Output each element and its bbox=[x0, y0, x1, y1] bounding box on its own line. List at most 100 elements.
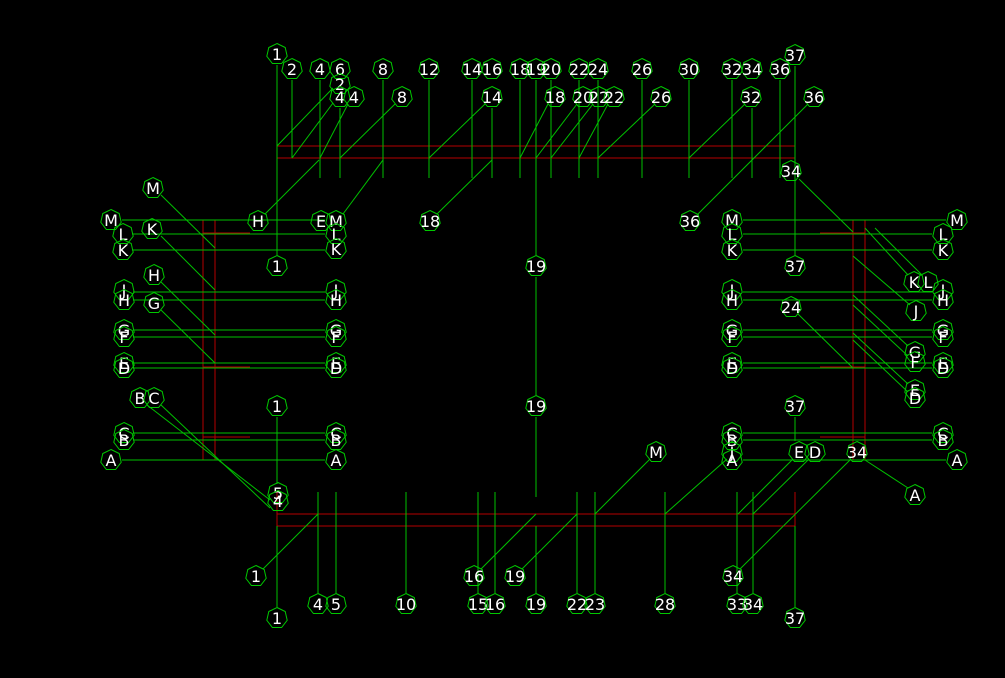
bubble-outline bbox=[932, 278, 954, 300]
bubble-label: 24 bbox=[781, 298, 801, 317]
grid-bubble: 37 bbox=[784, 394, 806, 416]
bubble-outline bbox=[932, 421, 954, 443]
grid-bubble: 19 bbox=[504, 564, 526, 586]
bubble-outline bbox=[946, 448, 968, 470]
grid-bubble: 4 bbox=[267, 489, 289, 511]
grid-bubble: E bbox=[932, 351, 954, 373]
grid-bubble: J bbox=[325, 278, 347, 300]
bubble-label: 34 bbox=[847, 443, 867, 462]
grid-bubble: 5 bbox=[325, 592, 347, 614]
bubble-outline bbox=[141, 217, 163, 239]
bubble-label: 32 bbox=[722, 60, 742, 79]
bubble-outline bbox=[904, 340, 926, 362]
leader-lines bbox=[122, 65, 946, 607]
bubble-outline bbox=[525, 592, 547, 614]
bubble-outline bbox=[932, 356, 954, 378]
grid-bubble: H bbox=[113, 288, 135, 310]
grid-bubble: J bbox=[113, 278, 135, 300]
grid-bubble: 2 bbox=[329, 72, 351, 94]
grid-bubble: F bbox=[113, 325, 135, 347]
grid-bubble: 23 bbox=[584, 592, 606, 614]
bubble-label: 28 bbox=[655, 595, 675, 614]
grid-bubble: 4 bbox=[309, 57, 331, 79]
grid-bubble: M bbox=[325, 209, 347, 231]
grid-bubble: E bbox=[113, 351, 135, 373]
leader-line bbox=[276, 87, 334, 147]
bubble-outline bbox=[803, 85, 825, 107]
bubble-outline bbox=[721, 421, 743, 443]
bubble-outline bbox=[678, 57, 700, 79]
bubble-label: E bbox=[910, 381, 920, 400]
leader-line bbox=[342, 159, 384, 215]
bubble-label: 37 bbox=[785, 46, 805, 65]
grid-bubble: H bbox=[143, 263, 165, 285]
leader-line bbox=[864, 227, 909, 276]
bubble-label: B bbox=[727, 431, 738, 450]
leader-line bbox=[798, 178, 854, 233]
bubble-label: 32 bbox=[741, 88, 761, 107]
bubble-outline bbox=[721, 208, 743, 230]
grid-bubble: B bbox=[129, 386, 151, 408]
bubble-outline bbox=[266, 42, 288, 64]
grid-bubble: H bbox=[721, 288, 743, 310]
bubble-label: E bbox=[727, 354, 737, 373]
bubble-outline bbox=[307, 592, 329, 614]
bubble-outline bbox=[603, 85, 625, 107]
bubble-label: E bbox=[794, 443, 804, 462]
bubble-label: 14 bbox=[482, 88, 502, 107]
bubble-outline bbox=[917, 270, 939, 292]
grid-bubble: 18 bbox=[544, 85, 566, 107]
leader-line bbox=[664, 458, 728, 515]
grid-bubble: 5 bbox=[267, 481, 289, 503]
bubble-label: 1 bbox=[272, 257, 282, 276]
bubble-label: 4 bbox=[335, 88, 345, 107]
bubble-label: 5 bbox=[273, 484, 283, 503]
leader-line bbox=[262, 513, 319, 570]
bubble-label: C bbox=[118, 424, 129, 443]
bubble-label: J bbox=[121, 281, 127, 300]
bubble-outline bbox=[329, 57, 351, 79]
bubble-outline bbox=[721, 448, 743, 470]
bubble-label: 37 bbox=[785, 257, 805, 276]
bubble-outline bbox=[266, 606, 288, 628]
bubble-label: 20 bbox=[541, 60, 561, 79]
bubble-label: A bbox=[331, 451, 342, 470]
grid-bubble: 14 bbox=[461, 57, 483, 79]
bubble-label: 16 bbox=[464, 567, 484, 586]
bubble-label: 2 bbox=[335, 75, 345, 94]
grid-bubble: 20 bbox=[572, 85, 594, 107]
leader-line bbox=[550, 103, 594, 159]
grid-bubble: 20 bbox=[540, 57, 562, 79]
bubble-outline bbox=[721, 57, 743, 79]
bubble-outline bbox=[113, 351, 135, 373]
grid-bubble: 34 bbox=[742, 592, 764, 614]
leader-line bbox=[752, 458, 810, 515]
bubble-label: D bbox=[726, 359, 738, 378]
bubble-outline bbox=[946, 208, 968, 230]
grid-bubble: F bbox=[904, 350, 926, 372]
bubble-outline bbox=[142, 176, 164, 198]
bubble-label: 36 bbox=[680, 212, 700, 231]
bubble-label: E bbox=[119, 354, 129, 373]
grid-bubble: 8 bbox=[372, 57, 394, 79]
leader-line bbox=[797, 313, 854, 369]
grid-bubble: 32 bbox=[740, 85, 762, 107]
bubble-outline bbox=[325, 278, 347, 300]
bubble-label: 1 bbox=[272, 45, 282, 64]
bubble-outline bbox=[544, 85, 566, 107]
bubble-label: 22 bbox=[567, 595, 587, 614]
bubble-label: M bbox=[104, 211, 118, 230]
bubble-label: 4 bbox=[313, 595, 323, 614]
bubble-outline bbox=[904, 350, 926, 372]
bubble-outline bbox=[129, 386, 151, 408]
grid-bubble: 19 bbox=[525, 57, 547, 79]
bubble-label: 18 bbox=[545, 88, 565, 107]
grid-bubble: 4 bbox=[307, 592, 329, 614]
grid-bubble: G bbox=[932, 318, 954, 340]
bubble-outline bbox=[525, 394, 547, 416]
bubble-outline bbox=[395, 592, 417, 614]
grid-bubble: 4 bbox=[329, 85, 351, 107]
grid-bubble: 1 bbox=[266, 394, 288, 416]
bubble-label: G bbox=[726, 321, 738, 340]
bubble-outline bbox=[100, 208, 122, 230]
